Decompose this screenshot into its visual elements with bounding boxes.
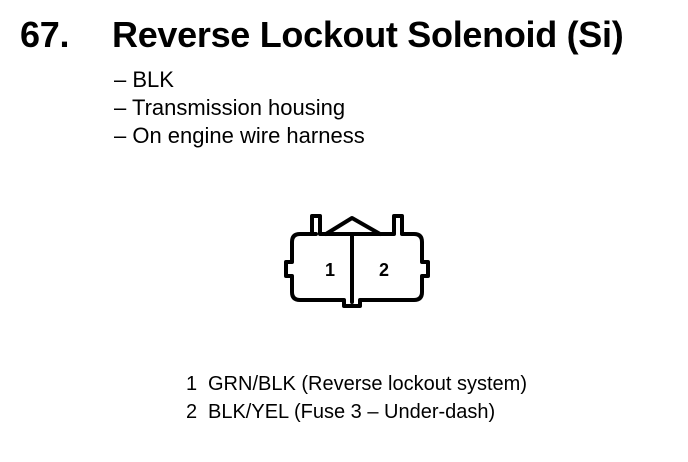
component-heading: 67. Reverse Lockout Solenoid (Si) [20, 14, 624, 56]
terminal-2-label: 2 [379, 260, 389, 280]
component-details: – BLK – Transmission housing – On engine… [114, 66, 365, 150]
component-number: 67. [20, 14, 70, 55]
pin-list: 1 GRN/BLK (Reverse lockout system) 2 BLK/Y… [186, 370, 527, 426]
detail-location: – Transmission housing [114, 95, 346, 120]
terminal-1-label: 1 [325, 260, 335, 280]
pin-description: BLK/YEL (Fuse 3 – Under-dash) [208, 401, 496, 423]
connector-housing [284, 214, 430, 308]
pin-row: 2 BLK/YEL (Fuse 3 – Under-dash) [186, 398, 527, 426]
component-title: Reverse Lockout Solenoid (Si) [112, 14, 624, 55]
detail-color: – BLK [114, 67, 174, 92]
pin-row: 1 GRN/BLK (Reverse lockout system) [186, 370, 527, 398]
detail-harness: – On engine wire harness [114, 123, 365, 148]
pin-number: 1 [186, 373, 198, 395]
connector-lock-tab [324, 216, 382, 236]
connector-diagram: 1 2 [284, 214, 430, 308]
pin-description: GRN/BLK (Reverse lockout system) [208, 373, 527, 395]
pin-number: 2 [186, 401, 198, 423]
